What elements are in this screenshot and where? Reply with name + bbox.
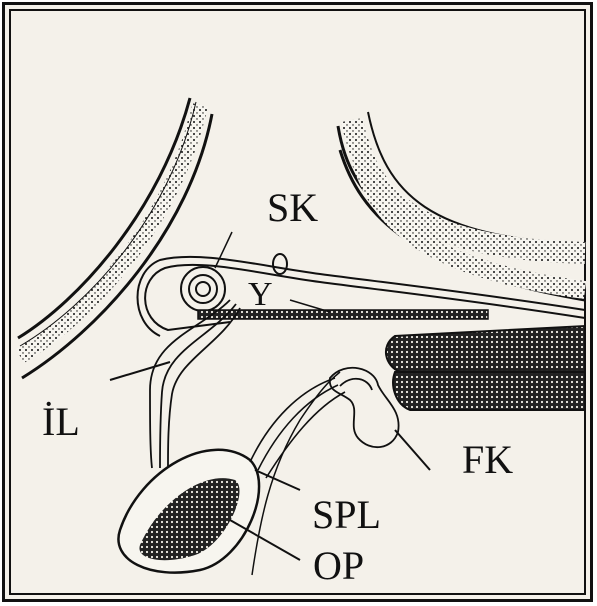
right-body-wall — [338, 112, 585, 300]
label-fk: FK — [462, 440, 513, 480]
label-sk: SK — [267, 188, 318, 228]
label-il: İL — [42, 402, 80, 442]
label-op: OP — [313, 546, 364, 586]
il-duct — [110, 300, 240, 468]
fk-mass — [386, 326, 585, 410]
y-band — [198, 300, 488, 319]
label-y: Y — [248, 278, 273, 312]
op-gland — [118, 450, 259, 573]
label-spl: SPL — [312, 495, 381, 535]
left-body-wall — [18, 98, 212, 378]
